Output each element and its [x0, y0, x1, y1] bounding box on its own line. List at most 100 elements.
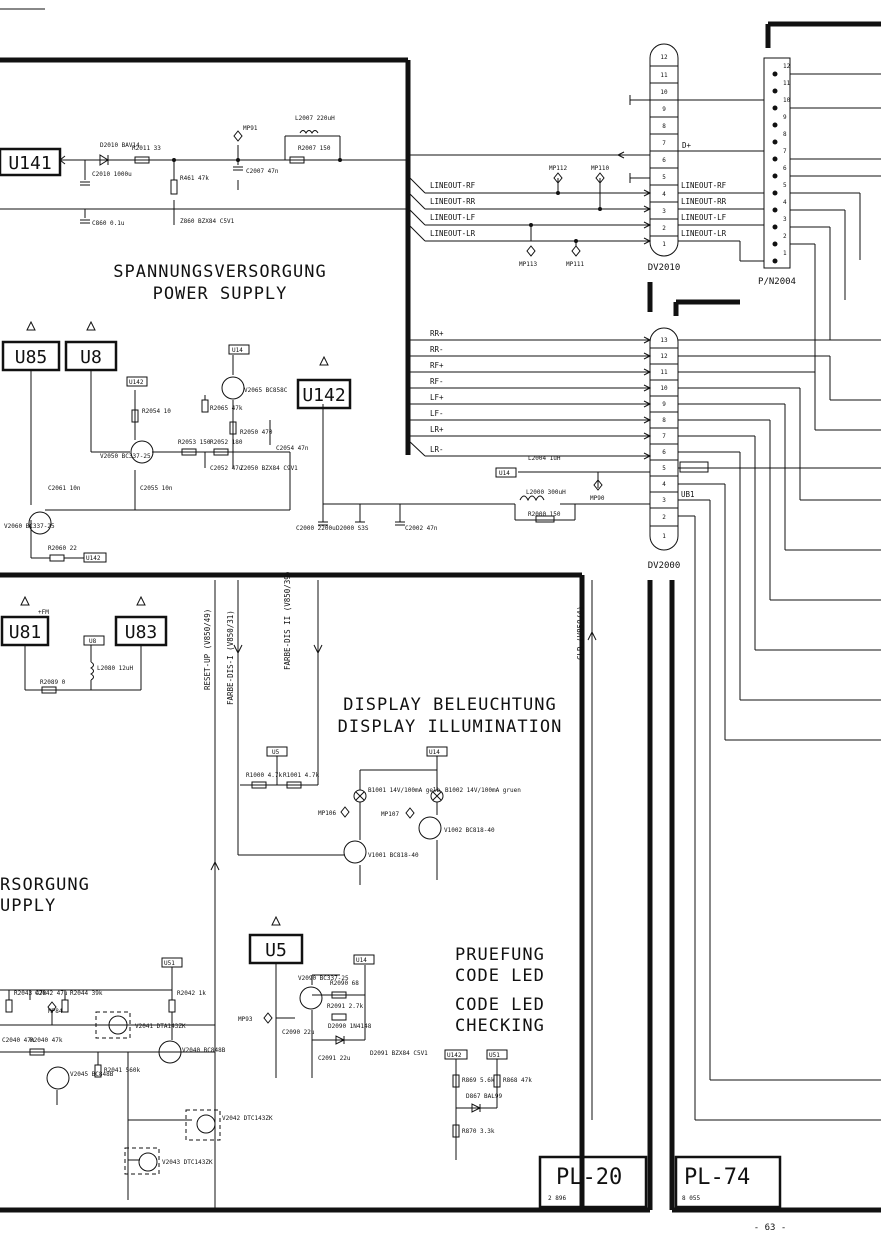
lr-plus: LR+ [430, 425, 444, 434]
dv2000-pin: 7 [662, 433, 666, 440]
title-check-de-2: CODE LED [455, 966, 545, 986]
dv2010-pin: 6 [662, 157, 666, 164]
c2090-label: C2090 22u [282, 1029, 315, 1036]
lineout-rr-left: LINEOUT-RR [430, 197, 476, 206]
r2089-label: R2089 0 [40, 679, 66, 686]
pn2004-pin: 9 [783, 114, 787, 121]
pn2004-pin: 10 [783, 97, 791, 104]
dv2000-pin: 4 [662, 481, 666, 488]
fm-label: +FM [38, 609, 49, 616]
pn2004-pin: 1 [783, 250, 787, 257]
mp90-label: MP90 [590, 495, 605, 502]
dv2000-pin: 5 [662, 465, 666, 472]
connector-dv2010: 12 11 10 9 8 7 6 5 4 3 2 1 DV2010 [648, 43, 681, 273]
pn2004-pin: 6 [783, 165, 787, 172]
r869-label: R869 5.6k [462, 1077, 495, 1084]
lineout-wiring: LINEOUT-RF LINEOUT-RR LINEOUT-LF LINEOUT… [407, 73, 881, 380]
rf-plus: RF+ [430, 361, 444, 370]
c2052-label: C2052 47u [210, 465, 243, 472]
pl74-label: PL-74 [684, 1165, 750, 1190]
pn2004-pin: 5 [783, 182, 787, 189]
u5-box: U5 [265, 940, 287, 961]
dv2010-pin: 12 [660, 54, 668, 61]
page-number: - 63 - [754, 1223, 787, 1233]
d2091-label: D2091 BZX84 C5V1 [370, 1050, 428, 1057]
c2054-label: C2054 47n [276, 445, 309, 452]
mp110-label: MP110 [591, 165, 609, 172]
pn2004-pin: 7 [783, 148, 787, 155]
rr-minus: RR- [430, 345, 444, 354]
r1001-label: R1001 4.7k [283, 772, 320, 779]
lamp-icon [353, 789, 367, 803]
r2052-label: R2052 180 [210, 439, 243, 446]
u142-tag: U142 [129, 379, 144, 386]
v1001-label: V1001 BC818-40 [368, 852, 419, 859]
supply-arrow-icon [86, 320, 96, 331]
lineout-lr-left: LINEOUT-LR [430, 229, 476, 238]
z2050-label: Z2050 BZX84 C9V1 [240, 465, 298, 472]
v1002-label: V1002 BC818-40 [444, 827, 495, 834]
ub1-label: UB1 [681, 490, 695, 499]
title-display-en: DISPLAY ILLUMINATION [338, 717, 563, 737]
dv2000-pin: 9 [662, 401, 666, 408]
supply-arrow-icon [136, 595, 146, 606]
dplus-label: D+ [682, 141, 692, 150]
pn2004-pin: 12 [783, 63, 791, 70]
farbe-dis-ii-signal: FARBE-DIS II (V850/39) [283, 571, 292, 670]
dv2010-pin: 5 [662, 174, 666, 181]
r2007-label: R2007 150 [298, 145, 331, 152]
lf-minus: LF- [430, 409, 444, 418]
d2090-label: D2090 1N4148 [328, 1023, 372, 1030]
reset-up-signal: RESET-UP (V850/49) [203, 609, 212, 690]
r2011-label: R2011 33 [132, 145, 161, 152]
rf-minus: RF- [430, 377, 444, 386]
title-power-de: SPANNUNGSVERSORGUNG [113, 262, 326, 282]
c2042-label: C2042 47u [35, 990, 68, 997]
supply-arrow-icon [319, 355, 329, 366]
dv2010-pin: 9 [662, 106, 666, 113]
lf-plus: LF+ [430, 393, 444, 402]
d867-label: D867 BAL99 [466, 1093, 503, 1100]
u14-tag: U14 [232, 347, 243, 354]
u14-tag: U14 [499, 470, 510, 477]
lamp-icon [430, 789, 444, 803]
code-led-section: U5 U14 MP93 V2090 BC337-25 R2090 68 R209… [238, 915, 545, 1160]
c2000-label: C2000 2200u [296, 525, 336, 532]
dv2010-pin: 3 [662, 208, 666, 215]
mp93-label: MP93 [238, 1016, 253, 1023]
dv2010-pin: 8 [662, 123, 666, 130]
bottom-left-circuit: U51 R2043 47k C2042 4 [0, 957, 273, 1200]
dv2010-label: DV2010 [648, 263, 681, 273]
rr-plus: RR+ [430, 329, 444, 338]
c2061-label: C2061 10n [48, 485, 81, 492]
u141-box: U141 [8, 153, 51, 174]
v2065-label: V2065 BC858C [244, 387, 288, 394]
d2010-label: D2010 BAV14 [100, 142, 140, 149]
plate-pl74: PL-74 8 055 [674, 1155, 782, 1209]
lineout-lf-left: LINEOUT-LF [430, 213, 476, 222]
fm-section: U81 U83 +FM U8 R2089 0 L2080 12uH [0, 595, 168, 694]
u14-tag: U14 [356, 957, 367, 964]
u81-box: U81 [9, 622, 42, 643]
c2002-label: C2002 47n [405, 525, 438, 532]
u8-box: U8 [80, 347, 102, 368]
r2060-label: R2060 22 [48, 545, 77, 552]
v2043-label: V2043 DTC143ZK [162, 1159, 213, 1166]
u142-tag: U142 [86, 555, 101, 562]
u14-tag: U14 [429, 749, 440, 756]
connector-pn2004: 12 11 10 9 8 7 6 5 4 3 2 1 P/N2004 [758, 57, 796, 287]
dv2010-pin: 7 [662, 140, 666, 147]
v2060-label: V2060 BC337-25 [4, 523, 55, 530]
dv2000-pin: 8 [662, 417, 666, 424]
r868-label: R868 47k [503, 1077, 532, 1084]
pn2004-pin: 3 [783, 216, 787, 223]
dv2010-pin: 4 [662, 191, 666, 198]
connector-dv2000: 13 12 11 10 9 8 7 6 5 4 3 2 1 DV2000 [648, 327, 680, 571]
pl20-label: PL-20 [556, 1165, 622, 1190]
u85-box: U85 [15, 347, 48, 368]
l2007-label: L2007 220uH [295, 115, 335, 122]
c2055-label: C2055 10n [140, 485, 173, 492]
title-power2-en: UPPLY [0, 896, 56, 916]
power-supply-section: U141 D2010 BAV14 R2011 33 R2007 150 L200… [0, 115, 438, 563]
